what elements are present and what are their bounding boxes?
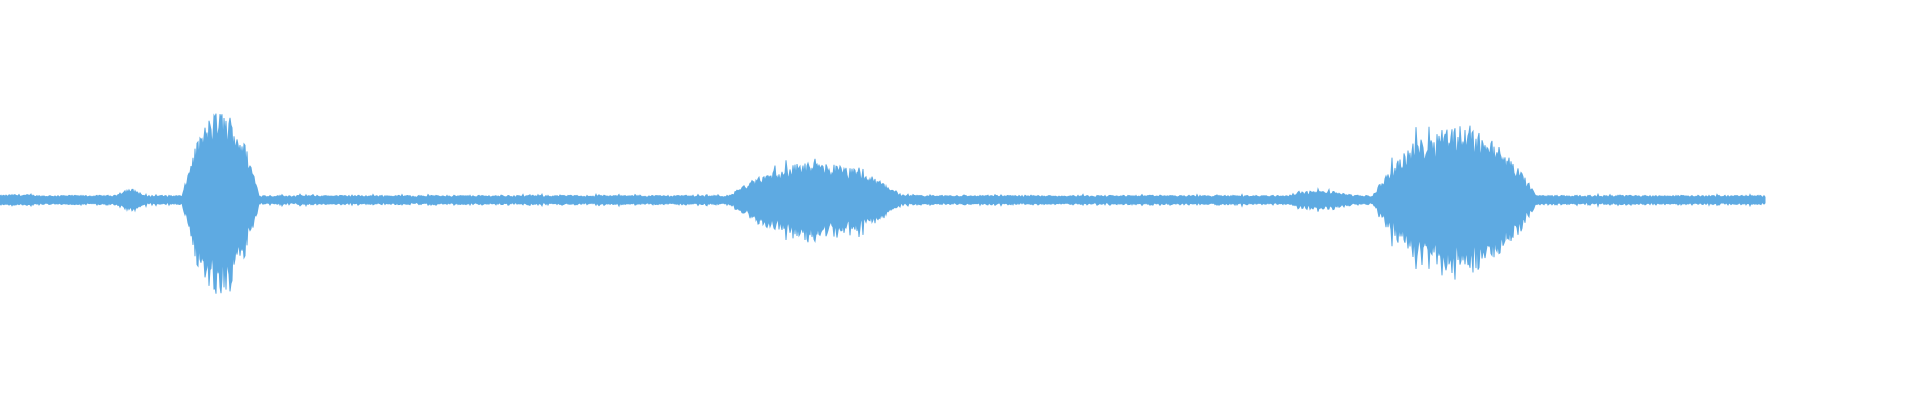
waveform-path xyxy=(0,113,1766,294)
